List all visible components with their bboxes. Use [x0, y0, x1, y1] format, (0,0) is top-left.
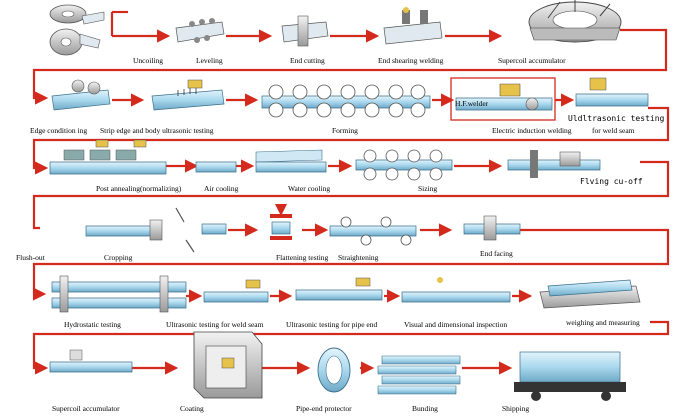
label-air-cooling: Air cooling	[204, 184, 239, 193]
label-ultrasonic-testing: Uldltrasonic testing	[568, 114, 665, 123]
label-for-weld-seam: for weld seam	[592, 126, 635, 135]
label-shipping: Shipping	[502, 404, 529, 413]
label-hydrostatic-testing: Hydrostatic testing	[64, 320, 121, 329]
label-flattening-testing: Flattening testing	[276, 253, 329, 262]
label-uncoiling: Uncoiling	[133, 56, 163, 65]
weighing-station-illustration	[539, 279, 641, 309]
shear-welder-illustration	[383, 7, 443, 45]
visual-inspection-illustration	[401, 277, 511, 303]
supercoil-accumulator-2-illustration	[49, 349, 133, 373]
flow-arrow	[32, 106, 670, 175]
label-strip-edge-ut: Strip edge and body ultrasonic testing	[100, 126, 214, 135]
label-cropping: Cropping	[104, 253, 133, 262]
coating-booth-illustration	[193, 331, 263, 399]
label-pipe-end-protector: Pipe-end protector	[296, 404, 352, 413]
flattening-test-illustration	[270, 204, 292, 240]
label-end-cutting: End cutting	[290, 56, 325, 65]
flow-arrows	[32, 10, 670, 375]
shipping-truck-illustration	[514, 351, 626, 401]
label-sizing: Sizing	[418, 184, 437, 193]
label-visual-inspection: Visual and dimensional inspection	[404, 320, 507, 329]
cropping-illustration	[85, 207, 227, 253]
label-edge-conditioning: Edge condition ing	[30, 126, 87, 135]
label-bunding: Bunding	[412, 404, 438, 413]
label-flying-cutoff: Flving cu-off	[580, 177, 643, 186]
pipe-end-ut-illustration	[295, 277, 383, 301]
label-hf-welder: H.F.welder	[455, 99, 489, 108]
label-ut-pipe-end: Ultrasonic testing for pipe end	[286, 320, 377, 329]
label-coating: Coating	[180, 404, 204, 413]
flying-cutoff-illustration	[507, 150, 601, 178]
label-forming: Forming	[332, 126, 358, 135]
end-cutter-illustration	[281, 15, 329, 47]
label-straightening: Straightening	[338, 253, 379, 262]
pipe-end-protector-illustration	[317, 347, 351, 393]
flow-arrow	[32, 320, 670, 375]
label-ut-weld-seam: Ultrasonic testing for weld seam	[166, 320, 264, 329]
label-water-cooling: Water cooling	[288, 184, 330, 193]
label-flush-out: Flush-out	[16, 253, 46, 262]
label-end-facing: End facing	[480, 249, 513, 258]
strip-ut-illustration	[151, 79, 225, 111]
flow-arrow	[32, 228, 670, 301]
label-weighing-measuring: weighing and measuring	[566, 318, 640, 327]
label-induction-welding: Electric induction welding	[492, 126, 572, 135]
bundling-illustration	[377, 355, 461, 395]
label-post-annealing: Post annealing(normalizing)	[96, 184, 182, 193]
hf-welder-illustration	[450, 77, 556, 121]
forming-mill-illustration	[261, 84, 431, 118]
end-facing-illustration	[463, 215, 521, 241]
label-supercoil-accumulator: Supercoil accumulator	[498, 56, 566, 65]
supercoil-accumulator-illustration	[528, 0, 622, 43]
weld-seam-ut-2-illustration	[203, 279, 269, 303]
sizing-mill-illustration	[355, 149, 453, 181]
flow-arrow	[32, 160, 670, 230]
label-supercoil-accumulator-2: Supercoil accumulator	[52, 404, 120, 413]
label-end-shearing-welding: End shearing welding	[378, 56, 444, 65]
flow-arrow	[32, 28, 668, 105]
leveler-illustration	[175, 18, 225, 43]
water-cooling-illustration	[255, 149, 327, 173]
edge-conditioner-illustration	[51, 79, 111, 111]
hydrostatic-tester-illustration	[51, 275, 187, 313]
annealing-illustration	[49, 139, 167, 175]
straightening-illustration	[329, 216, 417, 246]
label-leveling: Leveling	[196, 56, 223, 65]
air-cooling-illustration	[195, 161, 237, 173]
uncoiler-illustration	[49, 4, 105, 56]
weld-seam-ut-illustration	[575, 77, 649, 107]
